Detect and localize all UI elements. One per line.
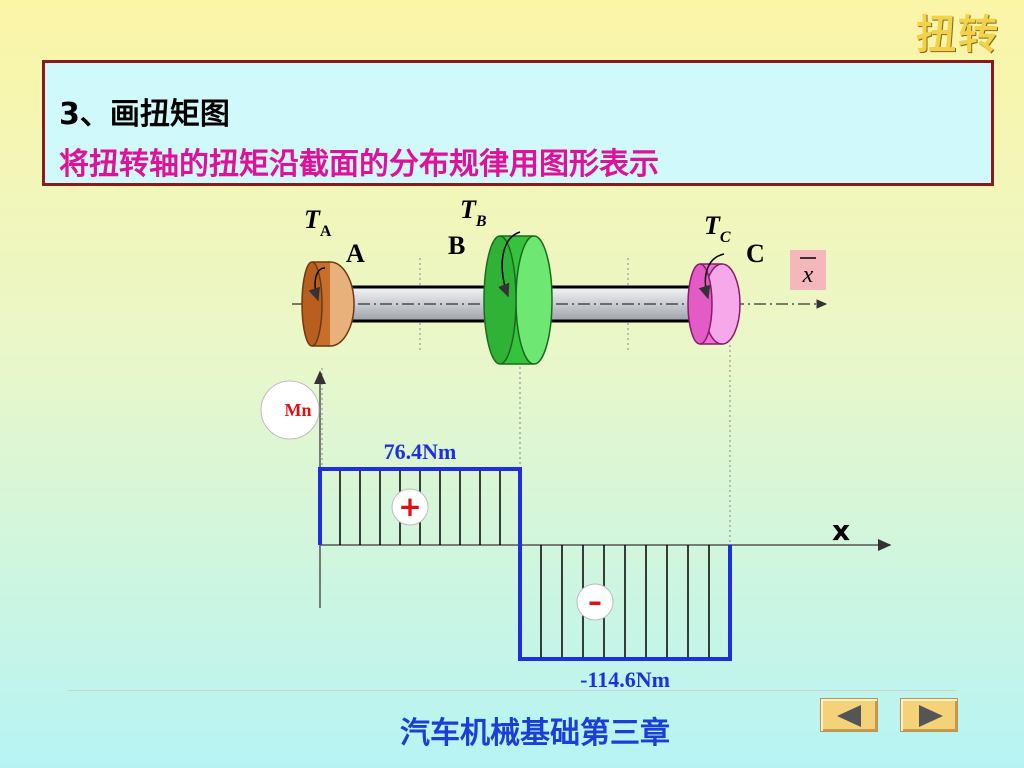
torsion-figure: TA TB TC A B C x Mn x 76.4Nm + -114.6Nm – <box>260 195 892 690</box>
segment-outline <box>518 545 732 661</box>
svg-text:Mn: Mn <box>285 400 312 420</box>
next-button[interactable] <box>900 698 958 732</box>
segment-sign-badge: + <box>391 488 429 526</box>
section-label-a: A <box>346 239 365 268</box>
segment-hatch <box>339 469 501 545</box>
segment-sign-badge: – <box>576 583 614 621</box>
torque-segment-2: -114.6Nm – <box>518 545 732 690</box>
disk-b <box>483 231 553 365</box>
torque-label-b: TB <box>460 195 487 230</box>
footer-divider <box>68 690 956 691</box>
segment-value-label: 76.4Nm <box>384 439 457 464</box>
section-label-c: C <box>746 239 765 268</box>
segment-value-label: -114.6Nm <box>580 667 670 690</box>
prev-button[interactable] <box>820 698 878 732</box>
mn-badge: Mn <box>260 380 320 440</box>
section-subtitle: 将扭转轴的扭矩沿截面的分布规律用图形表示 <box>59 147 659 182</box>
torque-segments: 76.4Nm + -114.6Nm – <box>318 439 732 690</box>
torque-arrow-c <box>698 253 725 300</box>
disk-c <box>687 253 741 345</box>
svg-text:–: – <box>588 585 602 618</box>
triangle-left-icon <box>837 705 861 727</box>
torque-label-c: TC <box>704 211 731 246</box>
svg-text:x: x <box>802 262 814 288</box>
axis-tag-x: x <box>790 250 826 290</box>
torque-arrow-a <box>308 267 326 302</box>
torque-segment-1: 76.4Nm + <box>318 439 522 545</box>
segment-hatch <box>540 545 710 659</box>
disk-a <box>301 261 355 347</box>
torque-labels: TA TB TC <box>304 195 731 246</box>
svg-text:+: + <box>398 490 421 523</box>
torque-arrow-b <box>498 231 521 298</box>
corner-title: 扭转 <box>916 12 1000 58</box>
segment-outline <box>318 467 522 545</box>
section-label-b: B <box>448 231 465 260</box>
header-box: 3、画扭矩图 将扭转轴的扭矩沿截面的分布规律用图形表示 <box>42 60 994 186</box>
shaft <box>292 231 828 365</box>
torque-label-a: TA <box>304 205 332 240</box>
diagram-x-label: x <box>832 514 850 547</box>
triangle-right-icon <box>919 705 943 727</box>
section-title: 3、画扭矩图 <box>59 97 230 132</box>
torque-diagram: Mn x 76.4Nm + -114.6Nm – <box>260 370 892 690</box>
section-labels: A B C <box>346 231 765 268</box>
footer-text: 汽车机械基础第三章 <box>400 716 670 751</box>
